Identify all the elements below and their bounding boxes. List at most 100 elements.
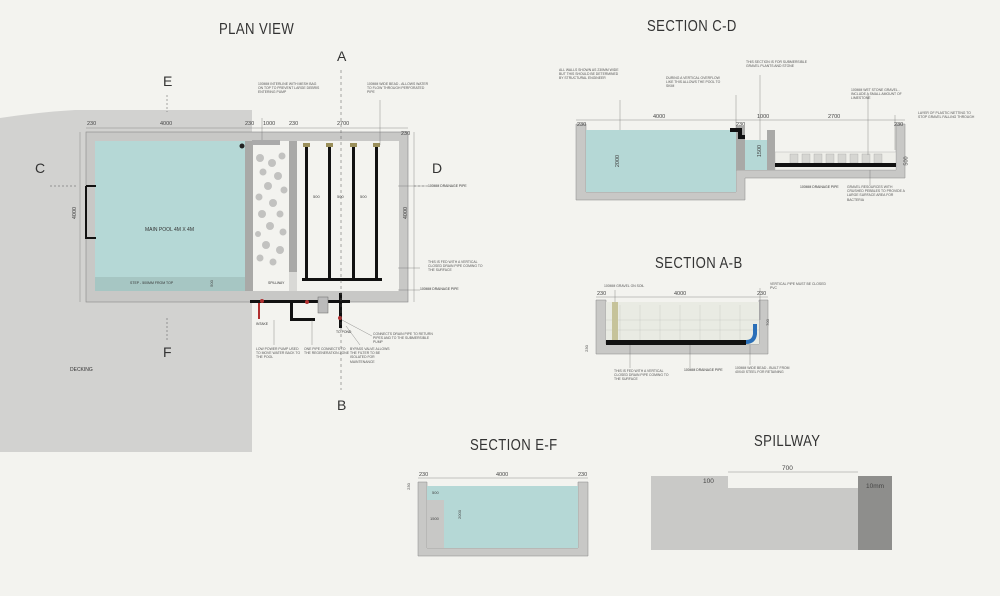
plan-note-7: BYPASS VALVE ALLOWS THE FILTER TO BE ISO… xyxy=(350,347,390,364)
ef-dim-230b: 230 xyxy=(578,472,588,478)
plan-pump-label: TO POND xyxy=(336,330,352,334)
ab-dim-230a: 230 xyxy=(597,291,607,297)
section-letter-d: D xyxy=(432,160,443,176)
ef-dim-230a: 230 xyxy=(419,472,429,478)
ab-leader-lines xyxy=(614,288,761,368)
cd-dim-230a: 230 xyxy=(577,122,587,128)
spillway-dim-700: 700 xyxy=(782,465,793,472)
section-letter-e: E xyxy=(163,73,173,89)
plan-dim-230b: 230 xyxy=(289,121,299,127)
plan-dim-1000: 1000 xyxy=(263,121,276,127)
plan-separating-wall-2 xyxy=(289,141,297,291)
plan-note-6: ONE PIPE CONNECTS TO THE REGENERATION ZO… xyxy=(304,347,349,356)
plan-note-4: CONNECTS DRAIN PIPE TO RETURN PIPES AND … xyxy=(373,332,433,345)
plan-skimmer-icon xyxy=(239,143,245,149)
plan-dim-500-b: 500 xyxy=(337,194,344,199)
plan-regeneration-zone xyxy=(297,141,399,291)
section-cd-title: SECTION C-D xyxy=(647,18,737,35)
section-letter-c: C xyxy=(35,160,46,176)
ab-note-4: 100MM WIDE BEAD - BUILT FROM 40X40 STEEL… xyxy=(735,366,790,375)
section-letter-b: B xyxy=(337,397,347,413)
ab-note-2: VERTICAL PIPE MUST BE CLOSED PVC xyxy=(770,282,826,291)
plan-dim-500-step: 500 xyxy=(208,280,214,287)
spillway-notch xyxy=(728,476,858,488)
cd-note-4: 100MM WET STONE GRAVEL - INCLUDE A SMALL… xyxy=(851,88,902,101)
cd-wall-2 xyxy=(767,130,775,170)
plan-view-title: PLAN VIEW xyxy=(219,21,295,38)
plan-separating-wall xyxy=(245,141,253,291)
plan-mesh-bag xyxy=(252,140,280,145)
cd-drain-pipe xyxy=(775,163,896,167)
plan-drainage-pipes xyxy=(302,143,382,281)
ab-regen-zone xyxy=(606,302,759,344)
spillway-title: SPILLWAY xyxy=(754,433,821,450)
cd-dim-2000: 2000 xyxy=(615,154,622,168)
cd-overflow-pipe xyxy=(730,128,745,139)
ab-note-1: 100MM GRAVEL ON SOIL xyxy=(604,284,645,288)
ef-dim-500: 500 xyxy=(432,490,439,495)
ab-dim-side: 700 xyxy=(764,319,770,326)
plan-note-5: LOW POWER PUMP USED TO MOVE WATER BACK T… xyxy=(256,347,301,360)
plan-note-2: 100MM WIDE BEAD - ALLOWS WATER TO FLOW T… xyxy=(367,82,429,95)
plan-step xyxy=(95,277,245,291)
plan-drain-pipe-label: 100MM DRAINAGE PIPE xyxy=(428,184,467,188)
ab-gravel-grid xyxy=(606,305,759,340)
section-ef xyxy=(417,477,589,557)
cd-note-3: THIS SECTION IS FOR SUBMERSIBLE GRAVEL P… xyxy=(746,60,808,69)
cd-dim-500: 500 xyxy=(903,156,910,166)
section-ab-title: SECTION A-B xyxy=(655,255,743,272)
plan-note-1: 100MM INTERLINE WITH MESH BAG ON TOP TO … xyxy=(258,82,320,95)
plan-decking-label: DECKING xyxy=(70,367,93,373)
plan-spillway xyxy=(289,272,297,291)
cd-dim-1500: 1500 xyxy=(757,144,764,158)
cd-note-1: ALL WALLS SHOWN AS 230MM WIDE BUT THIS S… xyxy=(559,68,619,81)
spillway-dim-100: 100 xyxy=(703,478,714,485)
cd-note-5: LAYER OF PLASTIC NETTING TO STOP GRAVEL … xyxy=(918,111,975,120)
cd-main-pool-water xyxy=(586,130,736,192)
spillway-dim-10mm: 10mm xyxy=(866,483,885,490)
cd-dim-230c: 230 xyxy=(894,122,904,128)
plan-dim-500-c: 500 xyxy=(360,194,367,199)
ab-dim-230b: 230 xyxy=(757,291,767,297)
section-cd xyxy=(575,75,906,201)
section-letter-f: F xyxy=(163,344,172,360)
plan-dim-230-side: 230 xyxy=(87,121,97,127)
section-letter-a: A xyxy=(337,48,347,64)
plan-step-label: STEP - 500MM FROM TOP xyxy=(130,281,174,285)
plan-dim-2700: 2700 xyxy=(337,121,350,127)
spillway-end-block xyxy=(858,476,892,550)
plan-dim-230a: 230 xyxy=(245,121,255,127)
cd-note-6: GRAVEL RESOURCES WITH CRUSHED PEBBLES TO… xyxy=(847,185,905,202)
plan-gravel-stones xyxy=(255,152,288,266)
spillway-concrete xyxy=(651,476,892,550)
plan-dim-4000: 4000 xyxy=(160,121,173,127)
cd-pipe-label: 100MM DRAINAGE PIPE xyxy=(800,185,839,189)
plan-pump-system xyxy=(250,293,350,328)
plan-return-label: 100MM DRAINAGE PIPE xyxy=(420,287,459,291)
ab-pipe-label: 100MM DRAINAGE PIPE xyxy=(684,368,723,372)
cd-dim-230b: 230 xyxy=(736,122,746,128)
ef-dim-1500: 1500 xyxy=(430,516,439,521)
ef-dim-4000: 4000 xyxy=(496,472,509,478)
cd-leader-lines xyxy=(619,75,896,185)
ab-drain-pipe xyxy=(606,340,746,345)
plan-spillway-label: SPILLWAY xyxy=(268,281,285,285)
ab-note-3: THIS IS FED WITH A VERTICAL CLOSED DRAIN… xyxy=(614,369,669,382)
ab-dim-230c: 230 xyxy=(583,345,589,352)
plan-left-bracket xyxy=(85,185,96,239)
cd-note-2: DURING A VERTICAL OVERFLOW LIKE THIS ALL… xyxy=(666,76,721,89)
spillway-detail xyxy=(651,471,892,550)
ef-pool-water xyxy=(427,486,578,548)
ab-vertical-pipe xyxy=(745,324,757,344)
plan-dim-500-a: 500 xyxy=(313,194,320,199)
plan-view xyxy=(50,70,430,390)
ab-dim-4000: 4000 xyxy=(674,291,687,297)
cd-regen-cells xyxy=(789,153,883,164)
cd-gravel-pool-water xyxy=(745,140,767,170)
plan-intake-label: INTAKE xyxy=(256,322,268,326)
ef-dim-230c: 230 xyxy=(405,483,411,490)
section-ef-title: SECTION E-F xyxy=(470,437,558,454)
plan-dim-4000-side: 4000 xyxy=(72,206,79,220)
ab-vertical-gravel xyxy=(612,302,618,342)
